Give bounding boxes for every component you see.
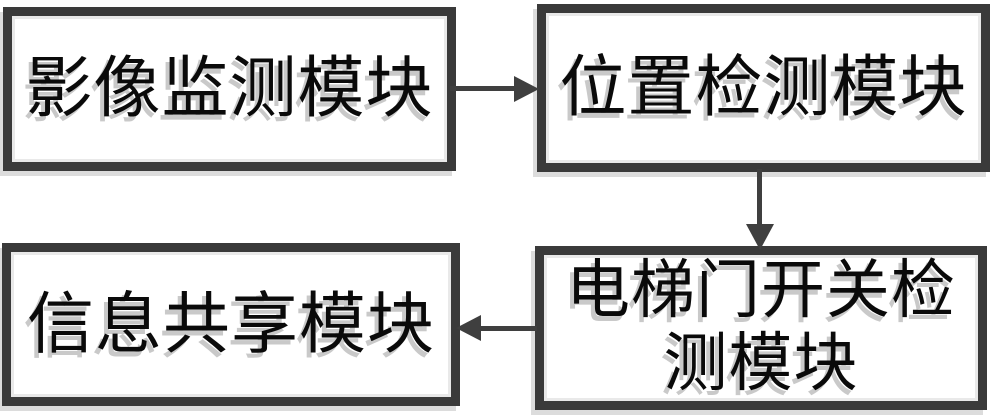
arrow-down-head-icon: [746, 224, 774, 250]
position-detection-module-label: 位置检测模块: [559, 48, 968, 127]
box-position-detection-module: 位置检测模块: [537, 4, 990, 172]
door-switch-detection-label-line1: 电梯门开关检: [566, 254, 956, 329]
door-switch-detection-label-line2: 测模块: [663, 327, 859, 401]
image-monitoring-module-label: 影像监测模块: [25, 49, 434, 128]
box-information-sharing-module: 信息共享模块: [2, 243, 460, 406]
arrow-left-head-icon: [456, 315, 481, 341]
arrow-down-shaft: [757, 169, 762, 226]
information-sharing-module-label: 信息共享模块: [27, 284, 435, 363]
arrow-left-shaft: [480, 326, 537, 331]
arrow-right-shaft: [450, 86, 518, 91]
box-elevator-door-switch-detection-module: 电梯门开关检 测模块: [535, 246, 987, 410]
arrow-right-head-icon: [514, 76, 539, 102]
box-image-monitoring-module: 影像监测模块: [3, 7, 456, 171]
